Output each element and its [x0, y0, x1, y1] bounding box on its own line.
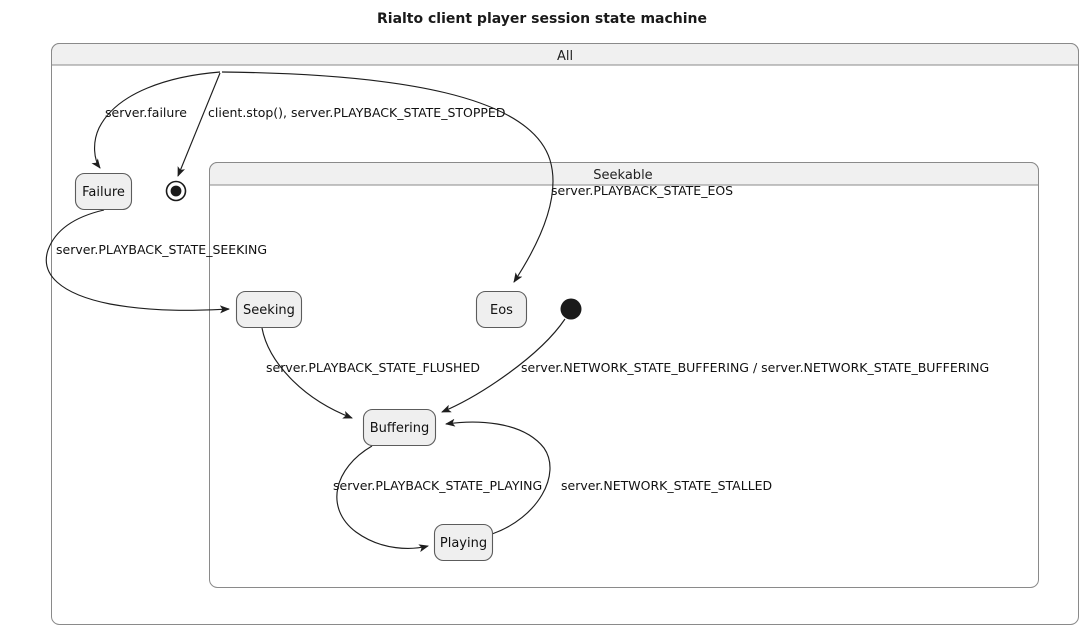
state-playing-box[interactable]: [433, 523, 494, 562]
state-eos[interactable]: Eos: [475, 290, 528, 329]
edge-client-stop: [177, 72, 221, 177]
state-failure[interactable]: Failure: [74, 172, 133, 211]
state-buffering-label: Buffering: [370, 421, 430, 436]
edge-network-buffering: [441, 318, 566, 413]
state-failure-box[interactable]: [74, 172, 133, 211]
edge-label-server-seeking: server.PLAYBACK_STATE_SEEKING: [56, 242, 267, 257]
edge-label-client-stop: client.stop(), server.PLAYBACK_STATE_STO…: [208, 105, 505, 120]
edge-network-stalled: [445, 418, 551, 535]
edge-playback-playing: [336, 445, 429, 553]
frame-seekable: Seekable: [209, 162, 1039, 588]
state-buffering[interactable]: Buffering: [362, 408, 437, 447]
edge-server-failure: [91, 71, 221, 169]
state-buffering-box[interactable]: [362, 408, 437, 447]
edge-label-server-flushed: server.PLAYBACK_STATE_FLUSHED: [266, 360, 480, 375]
frame-seekable-title: Seekable: [593, 168, 652, 183]
frame-seekable-body: [209, 162, 1039, 588]
frame-seekable-header: [209, 162, 1039, 186]
edge-label-network-stalled: server.NETWORK_STATE_STALLED: [561, 478, 772, 493]
edge-label-server-eos: server.PLAYBACK_STATE_EOS: [551, 183, 733, 198]
edge-label-server-failure: server.failure: [105, 105, 187, 120]
state-playing-label: Playing: [440, 536, 487, 551]
state-seeking-label: Seeking: [243, 303, 295, 318]
start-state-node[interactable]: [560, 298, 582, 320]
state-eos-label: Eos: [490, 303, 513, 318]
edge-server-seeking: [45, 209, 230, 314]
state-seeking-box[interactable]: [235, 290, 303, 329]
edge-label-playback-playing: server.PLAYBACK_STATE_PLAYING: [333, 478, 542, 493]
final-state-inner-dot: [170, 185, 182, 197]
edge-server-eos: [221, 71, 554, 283]
state-playing[interactable]: Playing: [433, 523, 494, 562]
state-seeking[interactable]: Seeking: [235, 290, 303, 329]
edge-server-flushed: [261, 327, 353, 419]
frame-all-title: All: [557, 49, 573, 64]
page-title: Rialto client player session state machi…: [377, 11, 707, 27]
frame-all-header: [51, 43, 1079, 66]
state-eos-box[interactable]: [475, 290, 528, 329]
state-failure-label: Failure: [82, 185, 125, 200]
final-state-node[interactable]: [165, 180, 187, 202]
edge-label-network-buffering: server.NETWORK_STATE_BUFFERING / server.…: [521, 360, 989, 375]
